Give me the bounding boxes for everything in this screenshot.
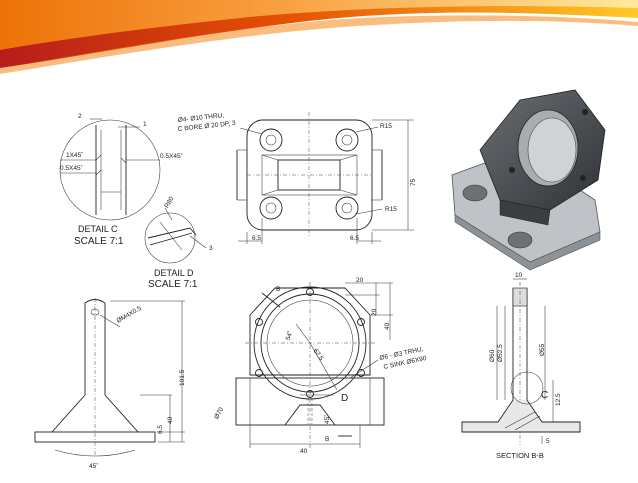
top-view-dim-r15-top: R15 — [380, 123, 392, 130]
side-view-dim-45deg: 45˚ — [89, 462, 98, 470]
detail-c-dim-05x45-left: 0.5X45˚ — [60, 164, 83, 172]
section-dim-10: 10 — [515, 272, 523, 279]
detail-c-dim-05x45-right: 0.5X45˚ — [160, 152, 183, 160]
detail-d: R80 3 DETAIL D SCALE 7:1 — [144, 195, 213, 290]
front-view-label-d: D — [341, 393, 348, 404]
detail-c-title: DETAIL C — [78, 224, 118, 234]
front-view-dim-40-side: 40 — [384, 322, 391, 330]
front-view-dim-62-5: 62.5 — [312, 348, 325, 363]
detail-c-dim-1: 1 — [143, 121, 147, 128]
isometric-render — [451, 89, 606, 271]
detail-c-dim-2: 2 — [78, 113, 82, 120]
detail-d-title: DETAIL D — [154, 268, 194, 278]
detail-d-dim-r80: R80 — [163, 195, 175, 209]
front-view-dim-dia70: Ø70 — [213, 406, 225, 420]
section-label-c: C — [541, 390, 548, 401]
side-view-dim-101-5: 101.5 — [179, 369, 186, 386]
detail-d-scale: SCALE 7:1 — [148, 279, 198, 290]
detail-d-dim-3: 3 — [209, 245, 213, 252]
detail-c-dim-1x45: 1X45˚ — [66, 151, 83, 159]
front-view-dim-45deg: 45˚ — [323, 415, 331, 424]
section-view: 10 Ø60 Ø52.5 Ø55 12.5 5 C SECTION B-B — [461, 272, 581, 460]
top-view-dim-6-5-left: 6.5 — [252, 235, 261, 242]
front-view-dim-20-side: 20 — [371, 308, 378, 316]
front-view-section-b-top: B — [276, 286, 280, 293]
section-dim-5: 5 — [546, 438, 550, 445]
front-view-section-b-bottom: B — [325, 436, 329, 443]
front-view-dim-40-bottom: 40 — [300, 448, 308, 455]
front-view-dim-54deg: 54˚ — [284, 330, 295, 342]
header-swoosh — [0, 0, 638, 74]
section-dim-dia60: Ø60 — [489, 349, 496, 362]
front-view: B B 20 20 40 54˚ 62.5 Ø70 45˚ 40 Ø6 - Ø3… — [213, 277, 427, 455]
top-view: Ø4- Ø10 THRU, C BORE Ø 20 DP, 3 R15 R15 … — [177, 112, 417, 244]
top-view-note-line1: Ø4- Ø10 THRU, — [177, 112, 224, 124]
side-view-dim-6-5: 6.5 — [157, 425, 164, 434]
top-view-dim-6-5-right: 6.5 — [350, 235, 359, 242]
detail-c: 2 1 1X45˚ 0.5X45˚ 0.5X45˚ DETAIL C SCALE… — [59, 113, 183, 247]
section-dim-dia52-5: Ø52.5 — [497, 344, 504, 362]
side-view-dim-40: 40 — [167, 416, 174, 424]
detail-c-scale: SCALE 7:1 — [74, 236, 124, 247]
side-view-dim-thread: ØM4X0.5 — [116, 305, 144, 325]
section-dim-dia55: Ø55 — [539, 343, 546, 356]
top-view-dim-r15-bottom: R15 — [385, 206, 397, 213]
top-view-dim-75: 75 — [410, 178, 417, 186]
section-title: SECTION B-B — [496, 451, 544, 460]
front-view-dim-20-top: 20 — [356, 277, 364, 284]
side-view: ØM4X0.5 101.5 40 6.5 45˚ — [34, 298, 186, 470]
section-dim-12-5: 12.5 — [555, 393, 562, 406]
